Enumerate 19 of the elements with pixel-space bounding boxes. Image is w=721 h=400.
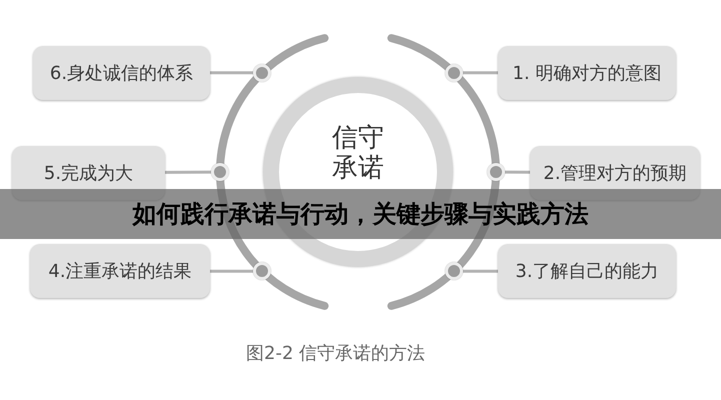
node-dot	[253, 262, 272, 280]
node-dot	[253, 64, 272, 82]
connector-line	[462, 270, 498, 273]
caption: 图2-2 信守承诺的方法	[246, 342, 426, 366]
title-banner: 如何践行承诺与行动，关键步骤与实践方法	[0, 189, 721, 239]
connector-line	[210, 270, 254, 273]
connector-line	[210, 71, 254, 74]
node-dot	[487, 163, 505, 181]
connector-line	[504, 170, 530, 174]
step-box: 3.了解自己的能力	[498, 244, 676, 298]
connector-line	[164, 170, 212, 174]
center-label: 信守承诺	[331, 123, 385, 183]
node-dot	[211, 163, 229, 181]
step-box: 6.身处诚信的体系	[33, 46, 210, 100]
step-box: 4.注重承诺的结果	[30, 244, 210, 298]
node-dot	[444, 64, 463, 82]
node-dot	[444, 262, 463, 280]
step-box: 1. 明确对方的意图	[498, 46, 676, 100]
connector-line	[462, 71, 498, 74]
